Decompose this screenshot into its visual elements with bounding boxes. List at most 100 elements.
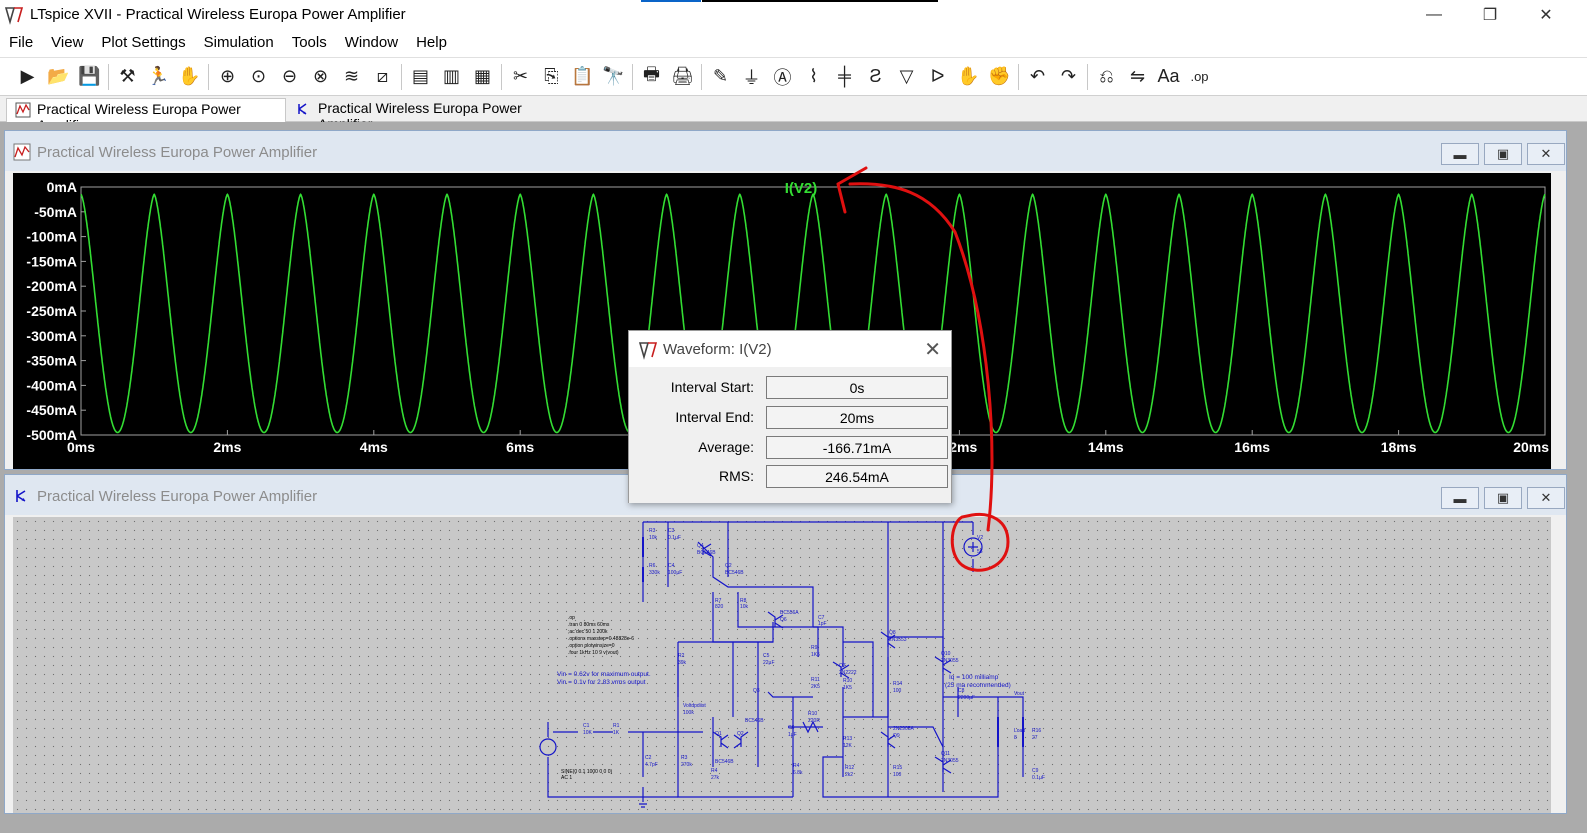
svg-text:Q6: Q6 (780, 617, 787, 623)
svg-text:R7: R7 (715, 598, 722, 604)
y-tick-label: 0mA (47, 179, 77, 195)
svg-text:10K: 10K (583, 730, 593, 736)
schematic-minimize-button[interactable]: ▬ (1441, 487, 1479, 509)
zoom-out-rect-button[interactable]: ⊙ (243, 62, 274, 92)
draw-wire-button[interactable]: ✎ (705, 62, 736, 92)
label-net-button[interactable]: Ⓐ (767, 62, 798, 92)
menu-help[interactable]: Help (416, 34, 447, 51)
svg-text:Q11: Q11 (941, 751, 950, 757)
run-halt-button[interactable]: 🏃 (143, 62, 174, 92)
menu-bar: File View Plot Settings Simulation Tools… (0, 30, 1587, 57)
menu-simulation[interactable]: Simulation (203, 34, 274, 51)
close-button[interactable]: ✕ (1523, 0, 1569, 30)
pan-hand-button[interactable]: ✋ (174, 62, 205, 92)
svg-text:R10: R10 (843, 678, 852, 684)
capacitor-button[interactable]: ╪ (829, 62, 860, 92)
menu-file[interactable]: File (9, 34, 34, 51)
open-button[interactable]: 📂 (43, 62, 74, 92)
schematic-window: Practical Wireless Europa Power Amplifie… (4, 474, 1567, 814)
menu-tools[interactable]: Tools (291, 34, 327, 51)
redo-button[interactable]: ↷ (1053, 62, 1084, 92)
svg-text:1K: 1K (613, 730, 620, 736)
diode-button[interactable]: ▽ (891, 62, 922, 92)
tile-vertical-button[interactable]: ▥ (436, 62, 467, 92)
waveform-minimize-button[interactable]: ▬ (1441, 143, 1479, 165)
schematic-components (539, 537, 983, 808)
print-setup-button[interactable]: 🖨 (667, 62, 698, 92)
annotation-overlay (836, 166, 1010, 572)
pan-hand-icon: ✋ (178, 66, 201, 86)
waveform-close-button[interactable]: ✕ (1527, 143, 1565, 165)
run-button[interactable]: ▶ (12, 62, 43, 92)
spice-directive-button[interactable]: .op (1184, 62, 1215, 92)
tab-schematic[interactable]: Practical Wireless Europa Power Amplifie… (288, 98, 566, 132)
autorange-button[interactable]: ≋ (336, 62, 367, 92)
paste-button[interactable]: 📋 (567, 62, 598, 92)
run-icon: ▶ (20, 66, 35, 86)
menu-view[interactable]: View (51, 34, 84, 51)
print-icon: 🖶 (643, 63, 660, 84)
svg-text:2k2: 2k2 (845, 772, 853, 778)
copy-button[interactable]: ⎘ (536, 62, 567, 92)
plot-settings-button[interactable]: ⧄ (367, 62, 398, 92)
average-field[interactable]: -166.71mA (766, 436, 948, 459)
svg-text:R3: R3 (649, 528, 656, 534)
svg-text:R12: R12 (845, 765, 854, 771)
waveform-window-caption[interactable]: Practical Wireless Europa Power Amplifie… (5, 131, 1566, 171)
menu-window[interactable]: Window (344, 34, 399, 51)
svg-text:R2: R2 (678, 653, 685, 659)
zoom-cancel-button[interactable]: ⊗ (305, 62, 336, 92)
schematic-close-button[interactable]: ✕ (1527, 487, 1565, 509)
svg-text:100: 100 (893, 688, 902, 694)
svg-text:39k: 39k (678, 660, 687, 666)
control-panel-icon: ⚒ (119, 66, 136, 86)
dialog-title-bar[interactable]: Waveform: I(V2) ✕ (629, 331, 951, 367)
maximize-icon: ▣ (1496, 146, 1510, 161)
redo-icon: ↷ (1060, 66, 1077, 86)
find-button[interactable]: 🔭 (598, 62, 629, 92)
dialog-close-button[interactable]: ✕ (924, 339, 941, 361)
text-button[interactable]: Aa (1153, 62, 1184, 92)
waveform-maximize-button[interactable]: ▣ (1484, 143, 1522, 165)
tile-horizontal-button[interactable]: ▤ (405, 62, 436, 92)
svg-text:R10: R10 (808, 711, 817, 717)
zoom-in-button[interactable]: ⊕ (212, 62, 243, 92)
rms-field[interactable]: 246.54mA (766, 465, 948, 488)
move-button[interactable]: ✋ (953, 62, 984, 92)
minimize-button[interactable]: — (1411, 0, 1457, 30)
mirror-button[interactable]: ⇋ (1122, 62, 1153, 92)
component-button[interactable]: ᐅ (922, 62, 953, 92)
restore-icon: ❐ (1482, 7, 1498, 24)
mirror-icon: ⇋ (1129, 66, 1146, 86)
cut-button[interactable]: ✂ (505, 62, 536, 92)
tab-waveform[interactable]: Practical Wireless Europa Power Amplifie… (6, 98, 286, 133)
svg-text:22µF: 22µF (763, 660, 775, 666)
zoom-out-button[interactable]: ⊖ (274, 62, 305, 92)
resistor-button[interactable]: ⌇ (798, 62, 829, 92)
menu-plot-settings[interactable]: Plot Settings (101, 34, 186, 51)
print-button[interactable]: 🖶 (636, 62, 667, 92)
schematic-maximize-button[interactable]: ▣ (1484, 487, 1522, 509)
control-panel-button[interactable]: ⚒ (112, 62, 143, 92)
interval-end-field[interactable]: 20ms (766, 406, 948, 429)
interval-start-field[interactable]: 0s (766, 376, 948, 399)
move-icon: ✋ (957, 66, 980, 86)
svg-text:2N2905A: 2N2905A (893, 726, 915, 732)
label-net-icon: Ⓐ (773, 67, 792, 88)
ground-button[interactable]: ⏚ (736, 62, 767, 92)
inductor-button[interactable]: Ƨ (860, 62, 891, 92)
rotate-button[interactable]: ⎌ (1091, 62, 1122, 92)
restore-button[interactable]: ❐ (1467, 0, 1513, 30)
x-tick-label: 6ms (506, 439, 534, 455)
svg-text:R4: R4 (711, 768, 718, 774)
drag-button[interactable]: ✊ (984, 62, 1015, 92)
y-tick-label: -400mA (26, 377, 77, 393)
svg-text:BC546B: BC546B (697, 550, 716, 556)
save-button[interactable]: 💾 (74, 62, 105, 92)
cascade-button[interactable]: ▦ (467, 62, 498, 92)
undo-button[interactable]: ↶ (1022, 62, 1053, 92)
svg-text:C3: C3 (668, 528, 675, 534)
toolbar-separator (1087, 63, 1088, 90)
